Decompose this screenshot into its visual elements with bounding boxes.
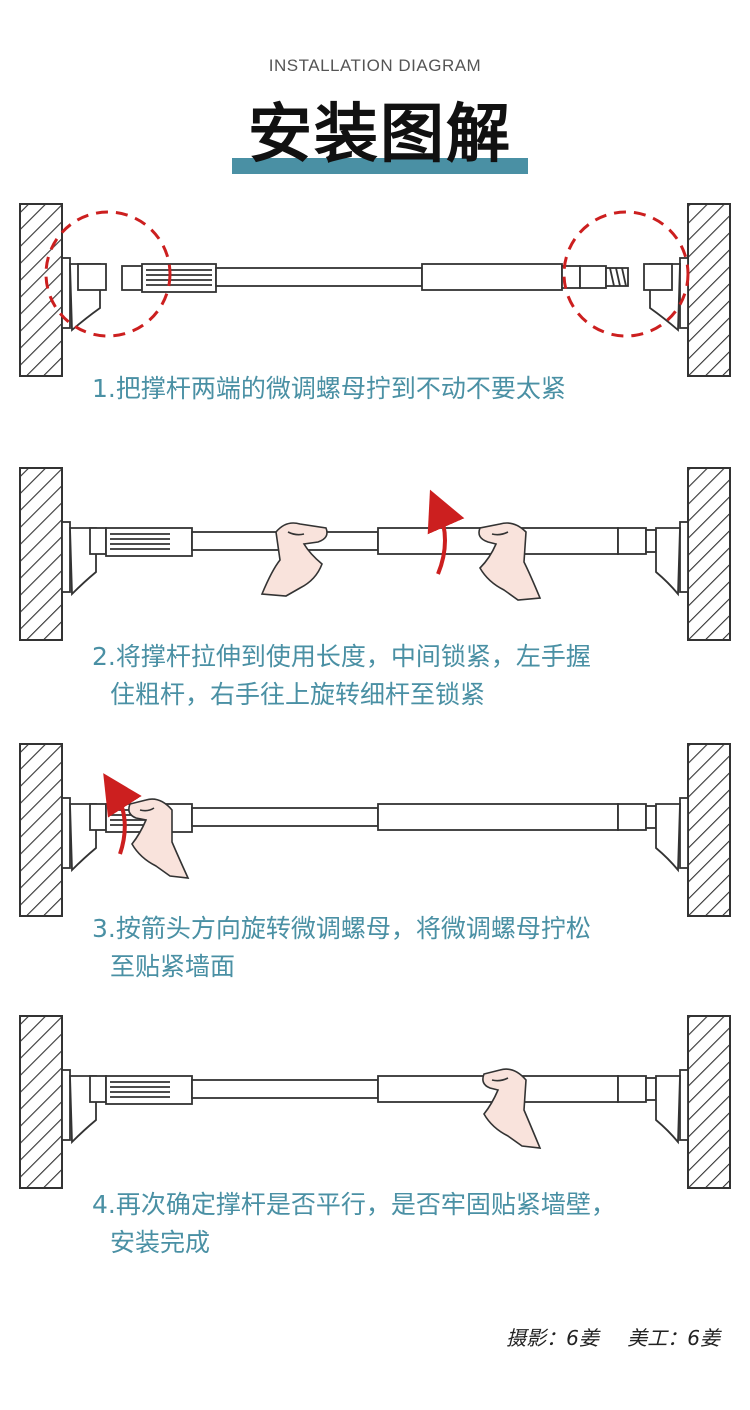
credit-art: 美工：6姜 xyxy=(627,1326,720,1350)
right-wall xyxy=(687,743,731,917)
diagram-step-4 xyxy=(19,1015,731,1189)
rotate-arrow-icon xyxy=(103,773,142,855)
left-wall xyxy=(19,467,63,641)
left-adjust-nut xyxy=(105,1075,193,1105)
subtitle: INSTALLATION DIAGRAM xyxy=(268,56,482,75)
right-wall xyxy=(687,467,731,641)
right-end-cap xyxy=(643,257,689,332)
right-hand-icon xyxy=(478,522,542,601)
left-hand-icon xyxy=(260,522,328,597)
right-end-cap xyxy=(655,797,689,873)
left-end-cap xyxy=(61,257,107,332)
right-wall xyxy=(687,1015,731,1189)
right-wall xyxy=(687,203,731,377)
left-end-cap xyxy=(61,521,107,597)
left-adjust-nut xyxy=(105,527,193,557)
diagram-step-1 xyxy=(19,203,731,377)
telescopic-rod xyxy=(215,263,581,291)
left-adjust-nut xyxy=(121,263,217,293)
hand-icon xyxy=(482,1068,542,1149)
title-underline-bar xyxy=(232,158,528,174)
highlight-circle-right xyxy=(562,210,690,338)
left-wall xyxy=(19,743,63,917)
rotate-arrow-icon xyxy=(427,489,465,575)
step-4-text: 4.再次确定撑杆是否平行，是否牢固贴紧墙壁， 安装完成 xyxy=(92,1190,616,1257)
left-wall xyxy=(19,203,63,377)
step-3-text: 3.按箭头方向旋转微调螺母，将微调螺母拧松 至贴紧墙面 xyxy=(92,914,591,981)
left-end-cap xyxy=(61,797,107,873)
credit-photo: 摄影：6姜 xyxy=(506,1326,599,1350)
left-wall xyxy=(19,1015,63,1189)
highlight-circle-left xyxy=(44,210,172,338)
diagram-step-2 xyxy=(19,467,731,641)
left-end-cap xyxy=(61,1069,107,1145)
telescopic-rod xyxy=(191,527,657,555)
step-2-text: 2.将撑杆拉伸到使用长度，中间锁紧，左手握 住粗杆，右手往上旋转细杆至锁紧 xyxy=(92,642,591,709)
right-end-cap xyxy=(655,1069,689,1145)
page-title: 安装图解 xyxy=(248,98,512,172)
telescopic-rod xyxy=(191,803,657,831)
step-1-text: 1.把撑杆两端的微调螺母拧到不动不要太紧 xyxy=(92,374,566,403)
diagram-step-3 xyxy=(19,743,731,917)
title-block: 安装图解 xyxy=(232,100,528,176)
right-adjust-nut xyxy=(579,265,629,289)
right-end-cap xyxy=(655,521,689,597)
telescopic-rod xyxy=(191,1075,657,1103)
credits: 摄影：6姜 美工：6姜 xyxy=(502,1322,720,1351)
